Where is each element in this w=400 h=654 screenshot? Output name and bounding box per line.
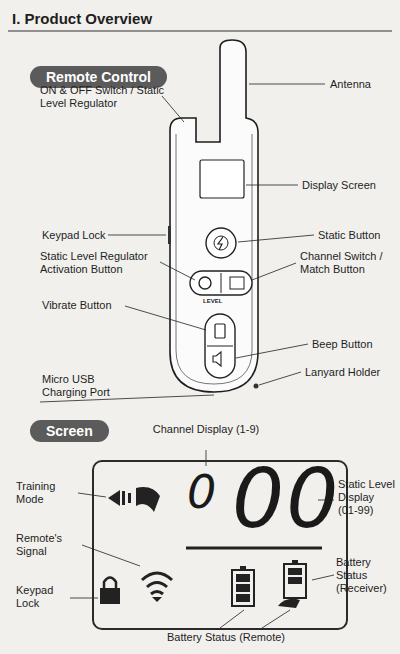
display-screen <box>200 160 244 198</box>
battery-cell <box>288 577 302 584</box>
part-label: Static Button <box>318 229 398 242</box>
battery-cell <box>236 594 250 602</box>
signal-arc <box>151 592 163 595</box>
part-label: Display Screen <box>302 179 397 192</box>
part-label: Channel Switch / Match Button <box>300 250 395 276</box>
signal-dot <box>152 597 162 602</box>
part-label: Keypad Lock <box>42 229 112 242</box>
part-label: Micro USB Charging Port <box>42 373 137 399</box>
battery-remote <box>232 570 254 606</box>
battery-cell <box>236 584 250 592</box>
lcd-digit: 00 <box>232 456 340 542</box>
pill-divider <box>207 346 233 347</box>
signal-arc <box>142 573 172 580</box>
part-label: Beep Button <box>312 338 397 351</box>
leader-line <box>220 610 244 628</box>
beep-icon <box>213 352 221 366</box>
lcd-divider <box>186 547 322 550</box>
title-rule <box>8 31 392 32</box>
leader-line <box>249 84 325 85</box>
part-label: Battery Status (Receiver) <box>336 556 396 595</box>
battery-cell <box>236 574 250 582</box>
part-label: ON & OFF Switch / Static Level Regulator <box>40 84 165 110</box>
part-label: LEVEL <box>203 298 243 305</box>
training-bar <box>128 493 131 503</box>
section-heading: Remote Control <box>46 69 151 85</box>
receiver-hand <box>278 599 300 608</box>
part-label: Keypad Lock <box>16 584 68 610</box>
leader-line <box>236 344 308 358</box>
training-bar <box>122 491 125 505</box>
part-label: Vibrate Button <box>42 299 132 312</box>
remote-body <box>170 40 258 392</box>
section-pill: Screen <box>30 420 109 442</box>
vibrate-beep-pill <box>205 314 235 378</box>
leader-line <box>162 96 184 122</box>
part-label: Static Level Regulator Activation Button <box>40 250 165 276</box>
part-label: Lanyard Holder <box>305 366 395 379</box>
vibrate-icon <box>215 324 225 338</box>
leader-line <box>206 450 207 466</box>
training-arrow <box>108 490 120 506</box>
battery-cell <box>288 568 302 575</box>
lock-shackle <box>104 578 116 589</box>
lock-body <box>100 588 120 604</box>
leader-line <box>238 235 314 242</box>
static-button <box>206 228 236 258</box>
section-heading: Screen <box>46 423 93 439</box>
part-label: Channel Display (1-9) <box>150 423 262 436</box>
button-divider <box>221 273 222 293</box>
leader-line <box>252 263 296 280</box>
part-label: Antenna <box>330 78 390 91</box>
signal-arc <box>147 583 167 588</box>
lcd-screen: 000 <box>92 460 348 630</box>
page-title: I. Product Overview <box>12 10 152 28</box>
leader-line <box>108 235 166 236</box>
part-label: Training Mode <box>16 480 78 506</box>
level-icon <box>199 277 211 289</box>
part-label: Battery Status (Remote) <box>130 631 322 644</box>
leader-line <box>82 545 140 566</box>
leader-line <box>246 185 298 186</box>
button-row <box>190 271 252 295</box>
channel-icon <box>230 277 244 289</box>
remote-inner-outline <box>176 134 252 384</box>
part-label: Static Level Display (01-99) <box>338 478 396 517</box>
leader-line <box>262 610 290 628</box>
training-hand <box>136 487 160 512</box>
lcd-digit: 0 <box>187 468 218 516</box>
leader-line <box>259 372 301 385</box>
leader-line <box>160 262 195 280</box>
part-label: Remote's Signal <box>16 532 82 558</box>
keypad-lock-switch <box>168 226 171 244</box>
static-icon <box>214 236 228 250</box>
leader-line <box>125 306 206 330</box>
battery-receiver <box>284 564 306 598</box>
lanyard-holder <box>254 384 259 389</box>
leader-line <box>312 575 334 580</box>
static-bolt <box>218 237 223 250</box>
